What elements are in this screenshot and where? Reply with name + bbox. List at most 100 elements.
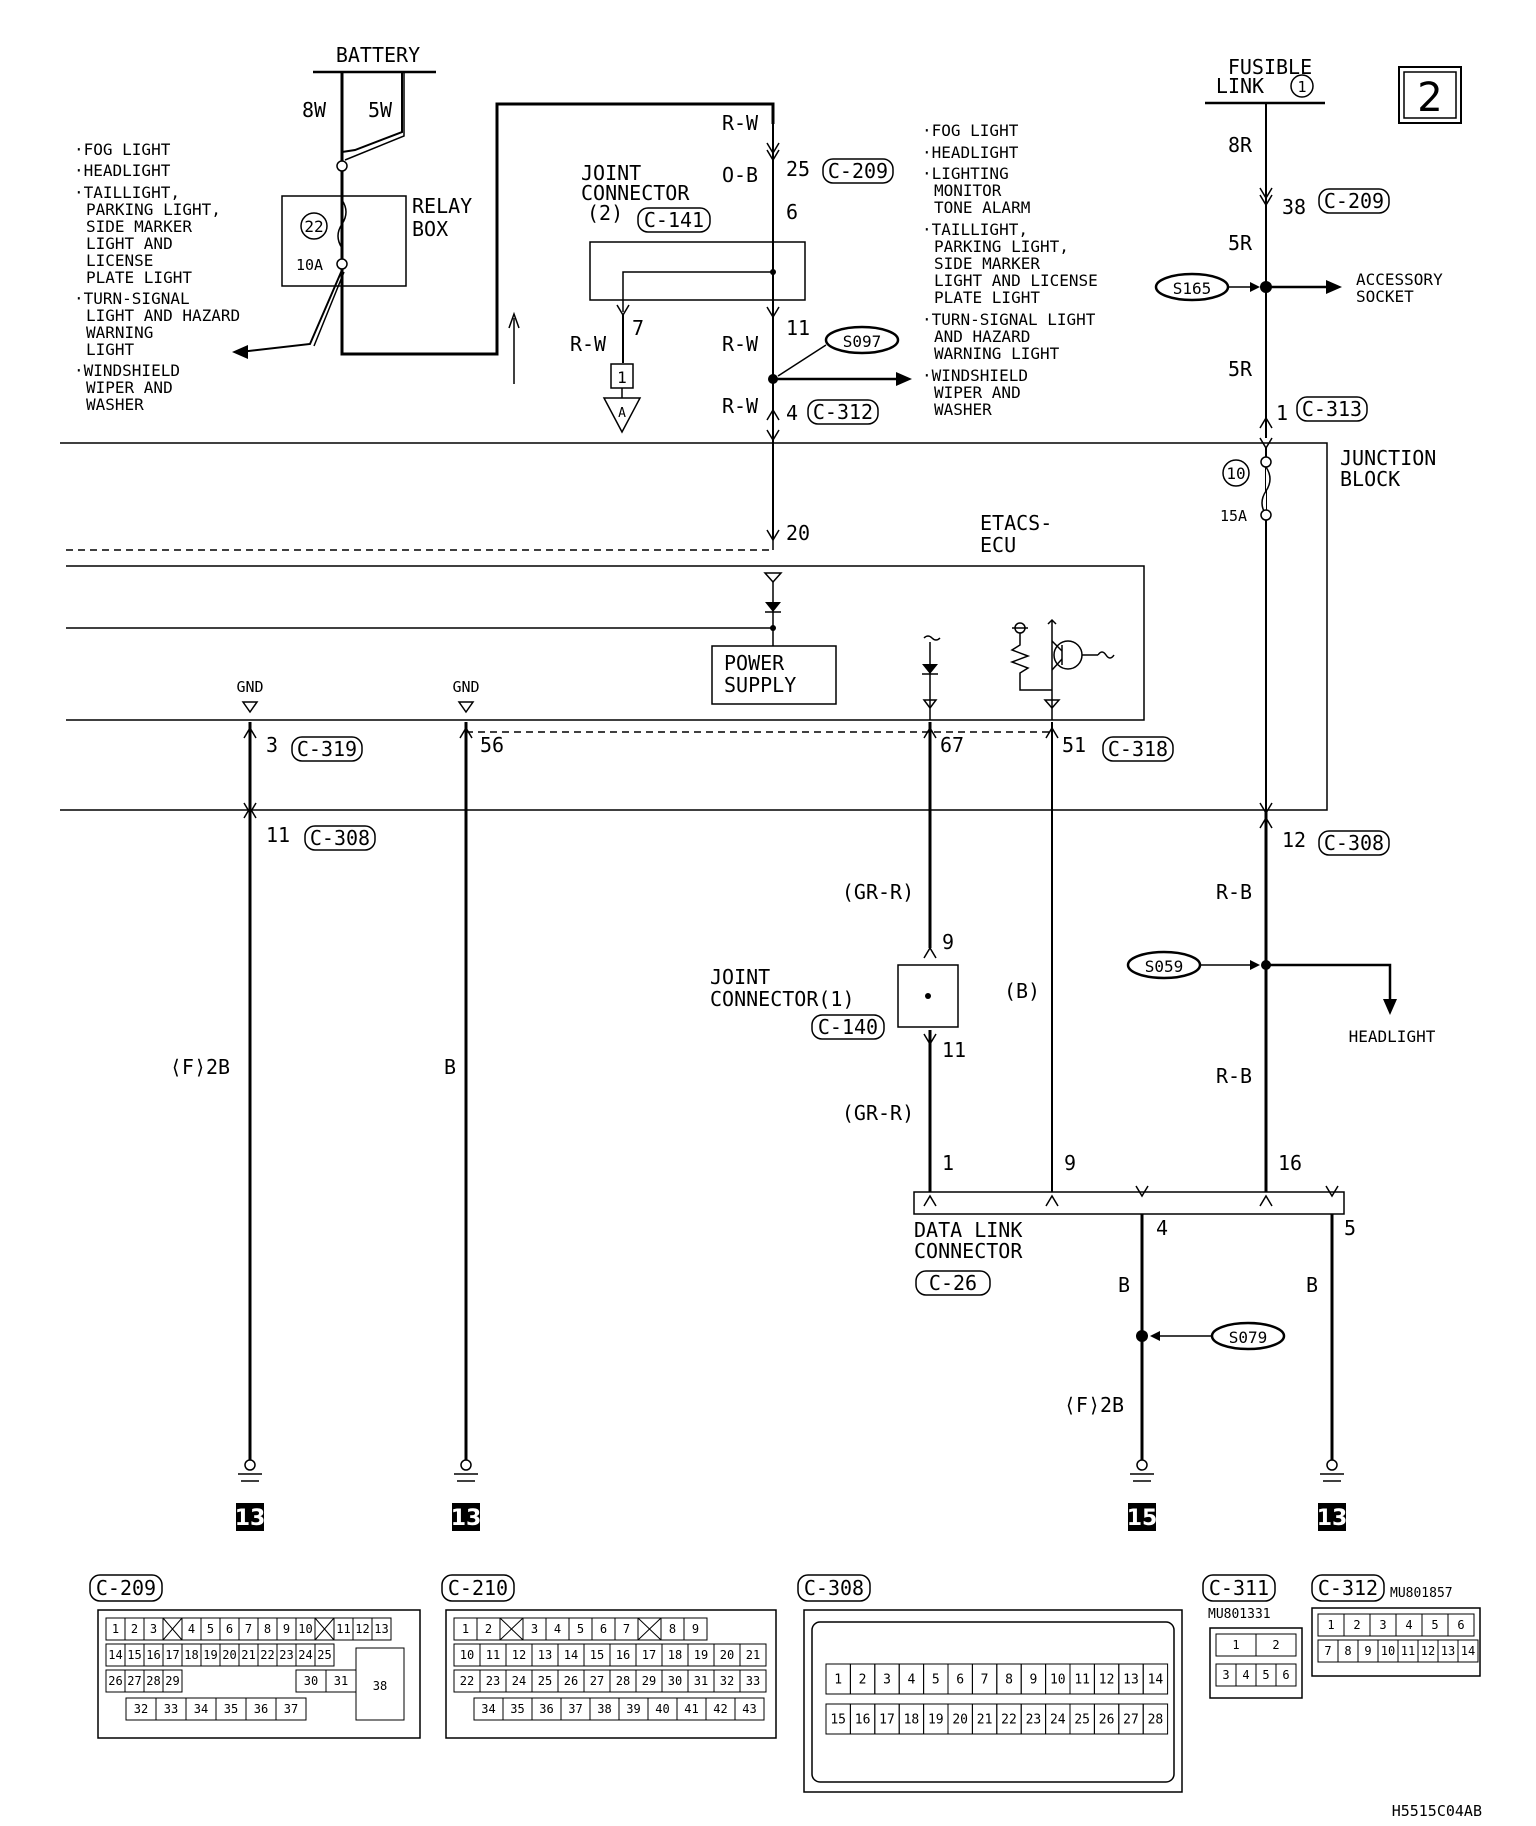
wire-ob: O-B <box>722 163 758 187</box>
pin-cell <box>1142 1663 1169 1695</box>
c312-pin-label: 12 <box>1421 1644 1435 1658</box>
c311-title: C-311 <box>1209 1576 1269 1600</box>
c210-pin-label: 7 <box>623 1622 630 1636</box>
c210-pin-label: 34 <box>481 1702 495 1716</box>
ground-3: 15 <box>1127 1459 1157 1531</box>
pin-cell <box>1457 1639 1479 1663</box>
c311-pin-label: 6 <box>1282 1668 1289 1682</box>
c308-pin-label: 2 <box>859 1673 867 1688</box>
c209-pin-label: 2 <box>131 1622 138 1636</box>
right-load-6: PARKING LIGHT, <box>934 237 1069 256</box>
left-load-3: PARKING LIGHT, <box>86 200 221 219</box>
wire-rw-top: R-W <box>722 111 759 135</box>
c210-pin-label: 9 <box>692 1622 699 1636</box>
left-load-14: WASHER <box>86 395 144 414</box>
ground-symbols: 13 13 15 13 <box>235 1459 1347 1531</box>
c308-pin-label: 10 <box>1050 1673 1066 1688</box>
pin-9-joint: 9 <box>942 930 954 954</box>
c308-pin-label: 9 <box>1029 1673 1037 1688</box>
joint1-label-1: JOINT <box>710 965 770 989</box>
conn-c313: C-313 <box>1302 397 1362 421</box>
relay-label-1: RELAY <box>412 194 472 218</box>
power-supply-1: POWER <box>724 651 785 675</box>
c210-pin-label: 37 <box>568 1702 582 1716</box>
c308-pin-label: 26 <box>1099 1713 1115 1728</box>
box-1: 1 <box>617 368 627 387</box>
c308-pin-label: 7 <box>981 1673 989 1688</box>
conn-c318: C-318 <box>1108 737 1168 761</box>
fusible-link-no: 1 <box>1297 78 1306 96</box>
c209-pin-label: 21 <box>241 1648 255 1662</box>
c210-pin-label: 32 <box>720 1674 734 1688</box>
relay-fuse-no: 22 <box>304 217 323 236</box>
c308-pin-label: 20 <box>952 1713 968 1728</box>
c312-pin-label: 13 <box>1441 1644 1455 1658</box>
conn-c319: C-319 <box>297 737 357 761</box>
c312-pin-label: 10 <box>1381 1644 1395 1658</box>
c311-part: MU801331 <box>1208 1607 1271 1622</box>
wire-5w: 5W <box>368 98 393 122</box>
pin-cell <box>275 1697 307 1721</box>
c209-pin-label: 1 <box>112 1622 119 1636</box>
dlc-pin-5: 5 <box>1344 1216 1356 1240</box>
c210-pin-label: 42 <box>713 1702 727 1716</box>
left-load-6: LICENSE <box>86 251 153 270</box>
joint2-label-1: JOINT <box>581 161 641 185</box>
c209-pin-label: 37 <box>284 1702 298 1716</box>
right-loads-list: ·FOG LIGHT ·HEADLIGHT ·LIGHTING MONITOR … <box>922 121 1098 419</box>
pin-38: 38 <box>1282 195 1306 219</box>
etacs-ecu: 20 ETACS- ECU POWER SUPPLY GND GND <box>66 440 1145 721</box>
c308-pin-label: 14 <box>1148 1673 1164 1688</box>
c311-pin-label: 5 <box>1262 1668 1269 1682</box>
empty-cavity-mark <box>499 1617 524 1641</box>
c308-pin-label: 4 <box>907 1673 915 1688</box>
c308-pin-label: 11 <box>1074 1673 1090 1688</box>
left-load-13: WIPER AND <box>86 378 173 397</box>
c312-pin-label: 1 <box>1327 1618 1334 1632</box>
c210-pin-label: 26 <box>564 1674 578 1688</box>
c209-pin-label: 3 <box>150 1622 157 1636</box>
jb-fuse-amp: 15A <box>1220 507 1247 525</box>
pin-cell <box>162 1669 183 1693</box>
c209-pin-label: 26 <box>108 1674 122 1688</box>
c209-title: C-209 <box>96 1576 156 1600</box>
left-load-10: WARNING <box>86 323 153 342</box>
c210-pin-label: 22 <box>460 1674 474 1688</box>
c308-pin-label: 3 <box>883 1673 891 1688</box>
c210-pin-label: 12 <box>512 1648 526 1662</box>
splice-s059: S059 <box>1145 957 1184 976</box>
c312-pin-label: 7 <box>1324 1644 1331 1658</box>
c210-pin-label: 24 <box>512 1674 526 1688</box>
figure-code: H5515C04AB <box>1392 1802 1482 1820</box>
right-load-9: PLATE LIGHT <box>934 288 1040 307</box>
pin-6: 6 <box>786 200 798 224</box>
c308-pin-label: 28 <box>1148 1713 1164 1728</box>
pin-11-joint: 11 <box>942 1038 966 1062</box>
c209-pin-label: 5 <box>207 1622 214 1636</box>
conn-c209-a: C-209 <box>828 159 888 183</box>
joint2-conn: C-141 <box>644 208 704 232</box>
pin-1-c313: 1 <box>1276 401 1288 425</box>
c210-pin-label: 8 <box>669 1622 676 1636</box>
pin-67: 67 <box>940 733 964 757</box>
splice-s165: S165 <box>1173 279 1212 298</box>
conn-c312-a: C-312 <box>813 400 873 424</box>
right-load-11: AND HAZARD <box>934 327 1030 346</box>
conn-c308-left: C-308 <box>310 826 370 850</box>
left-load-11: LIGHT <box>86 340 135 359</box>
left-load-1: ·HEADLIGHT <box>74 161 171 180</box>
c210-pin-label: 40 <box>655 1702 669 1716</box>
c209-pin-label: 18 <box>184 1648 198 1662</box>
c209-pin-38: 38 <box>373 1679 387 1693</box>
right-load-8: LIGHT AND LICENSE <box>934 271 1098 290</box>
left-load-12: ·WINDSHIELD <box>74 361 180 380</box>
wire-rw-mid: R-W <box>722 332 759 356</box>
joint1-conn: C-140 <box>818 1015 878 1039</box>
c312-pin-label: 2 <box>1353 1618 1360 1632</box>
page-number: 2 <box>1417 75 1442 121</box>
wire-8w: 8W <box>302 98 327 122</box>
c308-pin-label: 13 <box>1123 1673 1139 1688</box>
pin-cell <box>1275 1663 1297 1687</box>
